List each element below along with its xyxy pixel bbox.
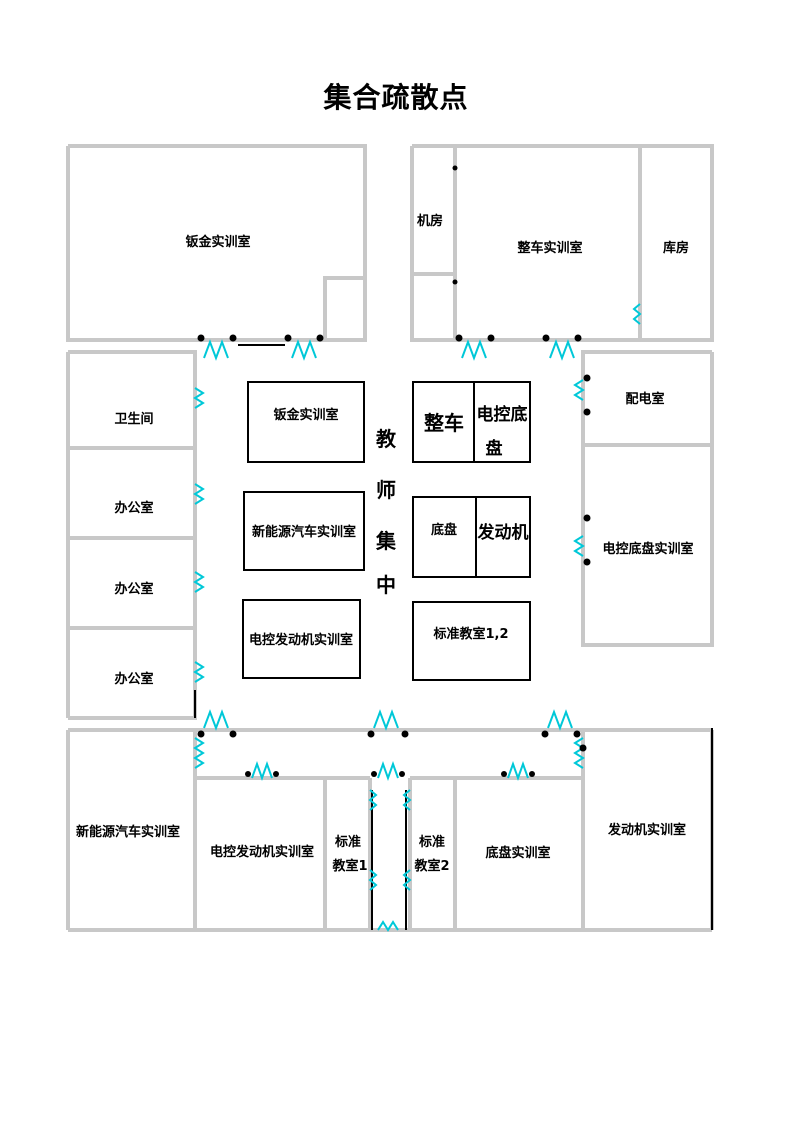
room-label: 电控发动机实训室 xyxy=(210,844,314,860)
zone-nev xyxy=(243,491,365,571)
zone-label: 钣金实训室 xyxy=(273,407,338,423)
zone-label: 标准教室1,2 xyxy=(432,626,508,642)
zone-label: 整车 xyxy=(423,411,464,435)
teachers-char: 中 xyxy=(376,573,396,597)
assembly-boxes xyxy=(242,381,531,681)
door-icon xyxy=(193,571,205,593)
zone-label: 新能源汽车实训室 xyxy=(252,524,356,540)
assembly-labels: 钣金实训室 新能源汽车实训室 电控发动机实训室 整车 电控底 盘 底盘 发动机 … xyxy=(249,404,529,648)
room-label: 整车实训室 xyxy=(516,240,582,256)
door-icon xyxy=(368,789,378,811)
room-label: 库房 xyxy=(663,240,689,256)
wall-left-column xyxy=(68,350,197,720)
door-icon xyxy=(573,737,585,769)
room-label: 底盘实训室 xyxy=(485,845,550,861)
door-icon xyxy=(377,761,399,781)
room-label: 卫生间 xyxy=(114,411,153,427)
room-label: 钣金实训室 xyxy=(185,234,250,250)
room-label: 办公室 xyxy=(114,581,153,597)
room-label: 新能源汽车实训室 xyxy=(76,824,180,840)
door-icon xyxy=(377,920,399,932)
room-label: 教室1 xyxy=(331,858,367,874)
page-title: 集合疏散点 xyxy=(323,81,469,114)
zone-classroom xyxy=(412,601,531,681)
door-icon xyxy=(291,339,317,361)
zone-chassis-engine xyxy=(412,496,531,578)
room-label: 标准 xyxy=(334,834,361,850)
door-posts xyxy=(197,165,591,777)
room-label: 标准 xyxy=(418,834,445,850)
door-icon xyxy=(368,869,378,891)
room-label: 办公室 xyxy=(114,500,153,516)
room-label: 电控底盘实训室 xyxy=(602,541,693,557)
wall-right-column xyxy=(581,350,714,647)
room-label: 教室2 xyxy=(413,858,449,874)
door-icon xyxy=(203,339,229,361)
teachers-char: 集 xyxy=(375,529,397,553)
room-label: 机房 xyxy=(417,213,443,229)
door-icon xyxy=(193,387,205,409)
door-icon xyxy=(573,535,585,557)
teachers-char: 师 xyxy=(376,478,396,502)
room-label: 办公室 xyxy=(114,671,153,687)
door-icon xyxy=(632,303,642,325)
wall-top-left-notch xyxy=(323,276,365,340)
door-icon xyxy=(547,709,573,731)
teachers-gather-label: 教 师 集 中 xyxy=(375,427,397,597)
wall-top-left-block xyxy=(66,144,367,342)
door-icon xyxy=(573,379,585,401)
door-icon xyxy=(193,483,205,505)
zone-label: 底盘 xyxy=(431,522,457,538)
room-label: 发动机实训室 xyxy=(607,822,686,838)
room-labels: 钣金实训室 机房 整车实训室 库房 卫生间 办公室 办公室 办公室 配电室 电控… xyxy=(76,213,694,874)
door-icon xyxy=(251,761,273,781)
zone-label: 发动机 xyxy=(477,522,529,543)
walls xyxy=(66,144,714,932)
structure-lines xyxy=(194,344,713,930)
room-label: 配电室 xyxy=(625,391,664,407)
zone-sheet-metal xyxy=(247,381,365,463)
door-icon xyxy=(193,737,205,769)
doors xyxy=(193,303,642,932)
door-icon xyxy=(461,339,487,361)
door-icon xyxy=(193,661,205,683)
zone-label: 盘 xyxy=(486,438,503,459)
door-icon xyxy=(507,761,529,781)
zone-label: 电控发动机实训室 xyxy=(249,632,353,648)
door-icon xyxy=(373,709,399,731)
zone-vehicle-chassis xyxy=(412,381,531,463)
door-icon xyxy=(203,709,229,731)
zone-label: 电控底 xyxy=(477,404,528,425)
zone-engine-control xyxy=(242,599,361,679)
teachers-char: 教 xyxy=(376,427,397,451)
door-icon xyxy=(402,869,412,891)
door-icon xyxy=(549,339,575,361)
door-icon xyxy=(402,789,412,811)
